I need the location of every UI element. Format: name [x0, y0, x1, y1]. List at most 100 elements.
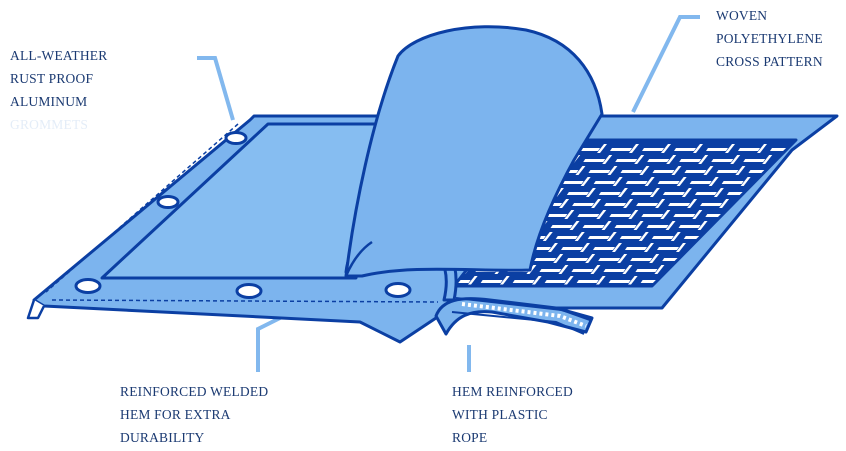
weave-slot	[658, 181, 680, 184]
weave-slot	[695, 192, 717, 195]
weave-slot	[539, 269, 561, 272]
weave-slot	[799, 166, 809, 175]
weave-slot	[805, 177, 815, 186]
weave-slot	[810, 188, 820, 197]
weave-slot	[743, 159, 765, 162]
tarp-inner-panel	[102, 124, 388, 278]
welded-hem-line-2: HEM FOR EXTRA	[120, 403, 268, 426]
weave-slot	[716, 170, 738, 173]
rope-hem-line-1: HEM REINFORCED	[452, 380, 573, 403]
weave-slot	[713, 254, 723, 263]
weave-slot	[690, 181, 712, 184]
weave-slot	[791, 192, 813, 195]
weave-slot	[673, 214, 695, 217]
welded-hem-leader	[258, 312, 292, 372]
woven-callout: WOVEN POLYETHYLENE CROSS PATTERN	[716, 4, 823, 73]
weave-slot	[571, 269, 593, 272]
weave-slot	[778, 188, 788, 197]
weave-slot	[786, 181, 808, 184]
weave-slot	[556, 236, 578, 239]
weave-slot	[583, 159, 605, 162]
grommet	[237, 285, 261, 298]
grommet	[386, 284, 410, 297]
weave-slot	[577, 280, 599, 283]
weave-slot	[722, 181, 744, 184]
weave-slot	[700, 203, 722, 206]
grommet	[226, 133, 246, 144]
grommets-line-3: ALUMINUM	[10, 90, 107, 113]
woven-line-3: CROSS PATTERN	[716, 50, 823, 73]
weave-slot	[668, 203, 690, 206]
weave-slot	[726, 258, 748, 261]
weave-slot	[780, 170, 802, 173]
weave-slot	[834, 148, 846, 151]
rope-hem-line-2: WITH PLASTIC	[452, 403, 573, 426]
weave-slot	[831, 166, 841, 175]
weave-slot	[481, 280, 503, 283]
welded-hem-line-3: DURABILITY	[120, 426, 268, 449]
weave-slot	[724, 276, 734, 285]
weave-slot	[826, 155, 836, 164]
weave-slot	[577, 214, 599, 217]
weave-slot	[705, 280, 727, 283]
weave-slot	[567, 192, 589, 195]
weave-slot	[641, 214, 663, 217]
weave-slot	[615, 225, 637, 228]
weave-slot	[647, 159, 669, 162]
weave-slot	[604, 203, 626, 206]
weave-slot	[663, 192, 685, 195]
weave-slot	[748, 236, 770, 239]
weave-slot	[718, 265, 728, 274]
weave-slot	[769, 214, 791, 217]
weave-slot	[620, 236, 642, 239]
grommets-line-2: RUST PROOF	[10, 67, 107, 90]
weave-slot	[802, 148, 824, 151]
weave-slot	[679, 225, 701, 228]
weave-slot	[631, 192, 653, 195]
weave-slot	[759, 192, 781, 195]
weave-slot	[794, 155, 804, 164]
weave-slot	[609, 214, 631, 217]
weave-slot	[773, 177, 783, 186]
weave-slot	[674, 148, 696, 151]
welded-hem-line-1: REINFORCED WELDED	[120, 380, 268, 403]
weave-slot	[636, 203, 658, 206]
weave-slot	[721, 247, 743, 250]
weave-slot	[562, 181, 584, 184]
weave-slot	[635, 269, 657, 272]
grommets-leader	[197, 58, 233, 120]
weave-slot	[642, 148, 664, 151]
weave-slot	[743, 225, 765, 228]
weave-slot	[711, 159, 733, 162]
weave-slot	[738, 148, 760, 151]
weave-slot	[561, 247, 583, 250]
weave-slot	[566, 258, 588, 261]
woven-line-2: POLYETHYLENE	[716, 27, 823, 50]
weave-slot	[783, 199, 793, 208]
weave-slot	[626, 181, 648, 184]
weave-slot	[598, 258, 620, 261]
rope-hem-callout: HEM REINFORCED WITH PLASTIC ROPE	[452, 380, 573, 449]
weave-slot	[652, 170, 674, 173]
weave-slot	[692, 276, 702, 285]
weave-slot	[513, 280, 535, 283]
weave-slot	[699, 269, 721, 272]
weave-slot	[812, 170, 834, 173]
weave-slot	[588, 236, 610, 239]
weave-slot	[764, 203, 786, 206]
weave-slot	[609, 280, 631, 283]
weave-slot	[762, 221, 772, 230]
weave-slot	[551, 225, 573, 228]
woven-leader	[633, 17, 700, 112]
weave-slot	[756, 210, 766, 219]
weave-slot	[740, 243, 750, 252]
weave-slot	[821, 144, 831, 153]
weave-slot	[572, 203, 594, 206]
weave-slot	[767, 232, 777, 241]
weave-slot	[647, 225, 669, 228]
weave-slot	[630, 258, 652, 261]
weave-slot	[807, 159, 829, 162]
welded-hem-callout: REINFORCED WELDED HEM FOR EXTRA DURABILI…	[120, 380, 268, 449]
grommets-callout: ALL-WEATHER RUST PROOF ALUMINUM GROMMETS	[10, 44, 107, 136]
weave-slot	[706, 148, 728, 151]
